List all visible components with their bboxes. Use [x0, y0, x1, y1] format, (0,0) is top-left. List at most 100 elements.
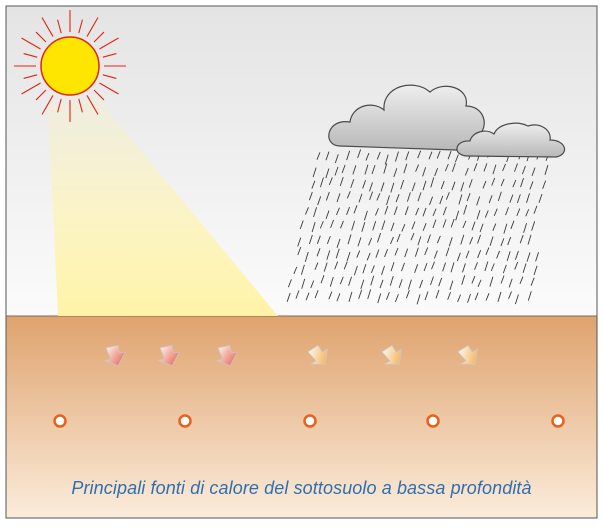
rain-drop	[339, 276, 344, 285]
rain-drop	[514, 261, 519, 270]
rain-drop	[465, 250, 470, 259]
rain-drop	[523, 223, 528, 233]
rain-drop	[386, 195, 390, 206]
rain-drop	[401, 262, 405, 272]
rain-drop	[398, 279, 403, 288]
rain-drop	[419, 279, 424, 289]
sun-ray	[93, 89, 105, 101]
sun-ray	[23, 53, 38, 58]
rain-drop	[461, 275, 466, 285]
rain-drop	[414, 247, 419, 257]
rain-drop	[407, 279, 412, 290]
sun-ray	[23, 74, 38, 79]
rain-drop	[455, 210, 460, 221]
arrow-down-right-icon	[103, 344, 127, 367]
rain-drop	[297, 246, 302, 256]
rain-drop	[450, 218, 455, 228]
rain-drop	[348, 276, 352, 286]
rain-drop	[427, 234, 431, 244]
rain-drop	[471, 275, 476, 284]
rain-drop	[445, 192, 450, 200]
sun-ray	[86, 17, 99, 37]
rain-drop	[430, 276, 434, 286]
rain-drop	[476, 209, 481, 220]
rain-drop	[474, 292, 479, 301]
rain-drop	[377, 232, 381, 243]
rain-drop	[469, 237, 474, 245]
rain-drop	[422, 180, 427, 191]
rain-drop	[457, 294, 461, 303]
rain-drop	[406, 192, 411, 202]
rain-drop	[364, 164, 369, 175]
rain-drop	[377, 293, 382, 304]
rain-drop	[356, 250, 361, 258]
sun-ray	[35, 31, 47, 43]
sun-ray	[21, 37, 41, 50]
rain-drop	[463, 204, 468, 215]
rain-drop	[451, 181, 456, 191]
rain-drop	[404, 206, 409, 216]
rain-drop	[482, 180, 487, 189]
rain-drop	[367, 289, 372, 300]
rain-drop	[432, 208, 437, 217]
rain-drop	[488, 195, 493, 204]
rain-drop	[519, 276, 524, 284]
rain-drop	[542, 180, 547, 189]
rain-drop	[433, 250, 438, 259]
rain-drop	[449, 280, 454, 290]
rain-drop	[447, 150, 452, 160]
rain-drop	[484, 261, 489, 272]
rain-drop	[500, 238, 505, 247]
rain-drop	[440, 180, 445, 190]
rain-drop	[328, 177, 333, 186]
rain-drop	[350, 179, 355, 189]
rain-drop	[363, 210, 368, 221]
rain-drop	[311, 180, 316, 189]
rain-drop	[305, 207, 309, 215]
rain-drop	[436, 235, 441, 244]
rain-drop	[448, 237, 453, 247]
rain-drop	[514, 163, 518, 172]
rain-drop	[533, 205, 538, 214]
rain-drop	[497, 291, 502, 302]
rain-drop	[422, 222, 427, 231]
sun-ray	[99, 82, 119, 95]
rain-drop	[357, 237, 362, 247]
rain-drop	[287, 279, 292, 288]
ring-marker-icon	[178, 414, 192, 428]
rain-drop	[484, 210, 489, 218]
rain-drop	[531, 221, 536, 231]
rain-drop	[384, 248, 389, 258]
rain-drop	[434, 168, 439, 177]
rain-drop	[369, 182, 373, 192]
rain-drop	[343, 261, 348, 270]
rain-drop	[496, 250, 500, 259]
rain-drop	[435, 289, 440, 299]
rain-drop	[339, 177, 344, 187]
rain-drop	[325, 151, 330, 161]
rain-drop	[346, 150, 351, 161]
sun-ray	[93, 31, 105, 43]
rain-drop	[458, 194, 463, 205]
rain-drop	[522, 263, 527, 274]
rain-drop	[314, 262, 319, 270]
rain-drop	[492, 223, 497, 232]
rain-drop	[467, 293, 471, 303]
ring-marker-icon	[551, 414, 565, 428]
rain-drop	[530, 277, 535, 286]
arrow-down-left-icon	[307, 344, 328, 365]
rain-drop	[371, 165, 376, 175]
rain-drop	[336, 193, 341, 203]
rain-drop	[431, 261, 435, 270]
rain-drop	[314, 290, 319, 299]
rain-drop	[396, 233, 401, 243]
rain-drop	[395, 194, 400, 203]
rain-drop	[390, 182, 395, 193]
rain-drop	[404, 248, 409, 258]
rain-drop	[351, 220, 356, 231]
rain-drop	[325, 191, 330, 201]
rain-drop	[326, 250, 331, 260]
sun-ray	[21, 82, 41, 95]
rain-drop	[444, 163, 449, 172]
